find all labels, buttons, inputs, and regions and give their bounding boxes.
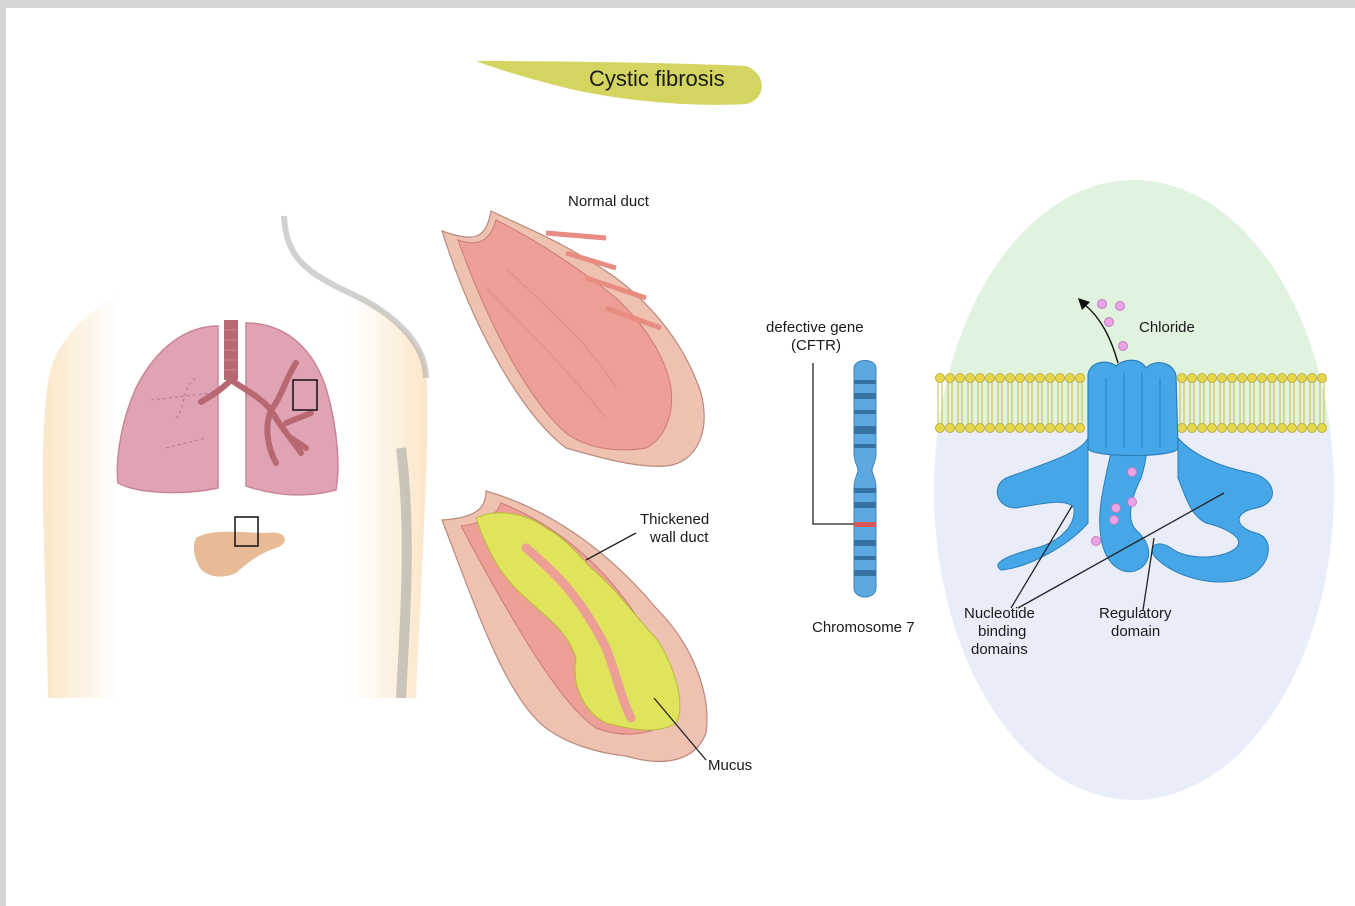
- lipid-head: [1288, 374, 1297, 383]
- lipid-head: [1218, 374, 1227, 383]
- lipid-head: [1178, 374, 1187, 383]
- lipid-head: [1036, 374, 1045, 383]
- lipid-head: [1318, 374, 1327, 383]
- defective-gene-leader: [813, 363, 854, 524]
- lipid-head: [1188, 424, 1197, 433]
- thickened-duct-illustration: Thickened wall duct Mucus: [442, 491, 752, 774]
- lipid-head: [976, 424, 985, 433]
- lipid-head: [1006, 424, 1015, 433]
- lipid-head: [1228, 424, 1237, 433]
- lipid-head: [1066, 424, 1075, 433]
- lipid-head: [1248, 424, 1257, 433]
- chloride-label: Chloride: [1139, 319, 1195, 336]
- lipid-head: [1056, 374, 1065, 383]
- lipid-head: [1066, 374, 1075, 383]
- defective-gene-label-line1: defective gene: [766, 319, 864, 336]
- lipid-head: [956, 374, 965, 383]
- chromosome-label: Chromosome 7: [812, 619, 915, 636]
- mucus-label: Mucus: [708, 757, 752, 774]
- normal-duct-illustration: Normal duct: [442, 193, 704, 466]
- defective-gene-label-line2: (CFTR): [791, 337, 841, 354]
- lipid-head: [1178, 424, 1187, 433]
- lipid-head: [1208, 374, 1217, 383]
- lipid-head: [936, 424, 945, 433]
- title-banner: Cystic fibrosis: [476, 61, 762, 105]
- lipid-head: [1056, 424, 1065, 433]
- torso-body: [43, 213, 427, 698]
- lipid-head: [1318, 424, 1327, 433]
- lipid-head: [1278, 374, 1287, 383]
- lipid-head: [1208, 424, 1217, 433]
- lipid-head: [1036, 424, 1045, 433]
- cystic-fibrosis-diagram: Cystic fibrosis Normal duct: [6, 8, 1355, 906]
- nucleotide-label-line2: binding: [978, 623, 1026, 640]
- lipid-head: [936, 374, 945, 383]
- lipid-head: [996, 374, 1005, 383]
- lipid-head: [1228, 374, 1237, 383]
- lipid-head: [1026, 424, 1035, 433]
- torso-illustration: [43, 213, 427, 698]
- lipid-head: [976, 374, 985, 383]
- lipid-head: [1268, 374, 1277, 383]
- lipid-head: [1076, 374, 1085, 383]
- lipid-head: [1016, 374, 1025, 383]
- lipid-head: [966, 374, 975, 383]
- lipid-head: [1016, 424, 1025, 433]
- cftr-channel-protein: [1088, 360, 1178, 455]
- lipid-head: [1308, 424, 1317, 433]
- nucleotide-label-line1: Nucleotide: [964, 605, 1035, 622]
- lipid-head: [1046, 374, 1055, 383]
- cftr-gene-band: [854, 522, 876, 527]
- lipid-head: [956, 424, 965, 433]
- lipid-head: [1278, 424, 1287, 433]
- lipid-head: [1268, 424, 1277, 433]
- nucleotide-label-line3: domains: [971, 641, 1028, 658]
- regulatory-label-line1: Regulatory: [1099, 605, 1172, 622]
- lipid-head: [996, 424, 1005, 433]
- thickened-label-line1: Thickened: [640, 511, 709, 528]
- lipid-head: [1258, 374, 1267, 383]
- lipid-head: [1046, 424, 1055, 433]
- page-title: Cystic fibrosis: [589, 66, 725, 91]
- lipid-head: [1006, 374, 1015, 383]
- lipid-head: [1238, 374, 1247, 383]
- lipid-head: [986, 424, 995, 433]
- lipid-head: [1238, 424, 1247, 433]
- lipid-head: [946, 424, 955, 433]
- body-side-shadow: [401, 448, 407, 698]
- lipid-head: [1308, 374, 1317, 383]
- lipid-head: [1258, 424, 1267, 433]
- thickened-label-line2: wall duct: [649, 529, 709, 546]
- lipid-head: [1198, 424, 1207, 433]
- lipid-head: [1288, 424, 1297, 433]
- chromosome-illustration: defective gene (CFTR) Chromosome 7: [766, 319, 915, 636]
- lipid-head: [986, 374, 995, 383]
- lipid-head: [1248, 374, 1257, 383]
- cftr-channel-illustration: Chloride Nucleotide binding domains Regu…: [926, 168, 1346, 808]
- lipid-head: [1188, 374, 1197, 383]
- normal-duct-label: Normal duct: [568, 193, 650, 210]
- lipid-head: [1298, 424, 1307, 433]
- lipid-head: [1218, 424, 1227, 433]
- lipid-head: [1298, 374, 1307, 383]
- lipid-head: [1026, 374, 1035, 383]
- lipid-head: [1198, 374, 1207, 383]
- lipid-head: [946, 374, 955, 383]
- lipid-head: [1076, 424, 1085, 433]
- diagram-canvas: Cystic fibrosis Normal duct: [6, 8, 1355, 906]
- lipid-head: [966, 424, 975, 433]
- regulatory-label-line2: domain: [1111, 623, 1160, 640]
